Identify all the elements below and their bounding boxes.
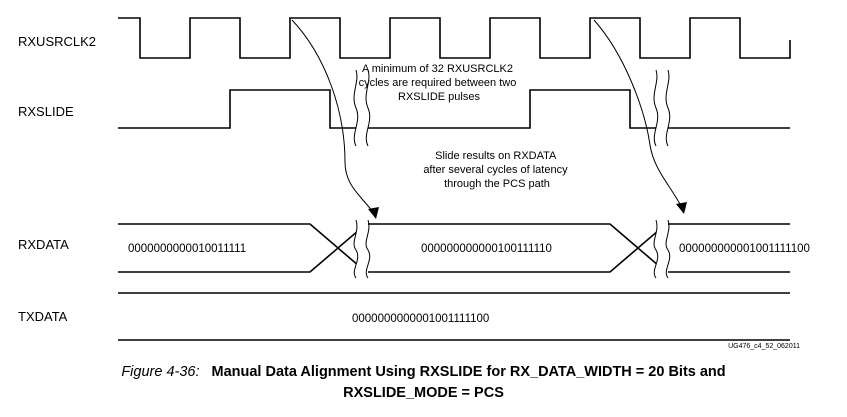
time-break-marker [653,216,671,280]
latency-arrow [593,19,687,214]
txdata-bus [118,292,790,341]
caption-line-1: Figure 4-36: Manual Data Alignment Using … [0,362,847,383]
time-break-marker [353,216,371,280]
latency-arrow [291,19,379,219]
rxdata-value-3: 000000000001001111100 [679,243,810,255]
signal-label-rxdata: RXDATA [18,237,69,252]
latency-note: Slide results on RXDATA after several cy… [423,150,570,190]
figure-number: Figure 4-36: [121,364,200,380]
figure-caption: Figure 4-36: Manual Data Alignment Using … [0,362,847,404]
txdata-value: 0000000000001001111100 [352,313,489,325]
rxdata-value-1: 0000000000010011111 [128,243,246,255]
timing-diagram: RXUSRCLK2 RXSLIDE RXDATA TXDATA [18,17,810,350]
signal-label-rxslide: RXSLIDE [18,104,74,119]
signal-label-rxusrclk2: RXUSRCLK2 [18,34,96,49]
min-cycles-note: A minimum of 32 RXUSRCLK2 cycles are req… [359,63,520,103]
figure-id: UG476_c4_52_062011 [728,343,800,350]
time-break-marker [353,66,371,150]
rxslide-waveform [118,89,790,129]
rxusrclk2-waveform [118,17,791,59]
figure-title-line-1: Manual Data Alignment Using RXSLIDE for … [211,364,726,380]
signal-label-txdata: TXDATA [18,309,68,324]
rxdata-value-2: 000000000000100111110 [421,243,552,255]
time-break-marker [653,66,671,150]
figure-title-line-2: RXSLIDE_MODE = PCS [343,385,504,401]
